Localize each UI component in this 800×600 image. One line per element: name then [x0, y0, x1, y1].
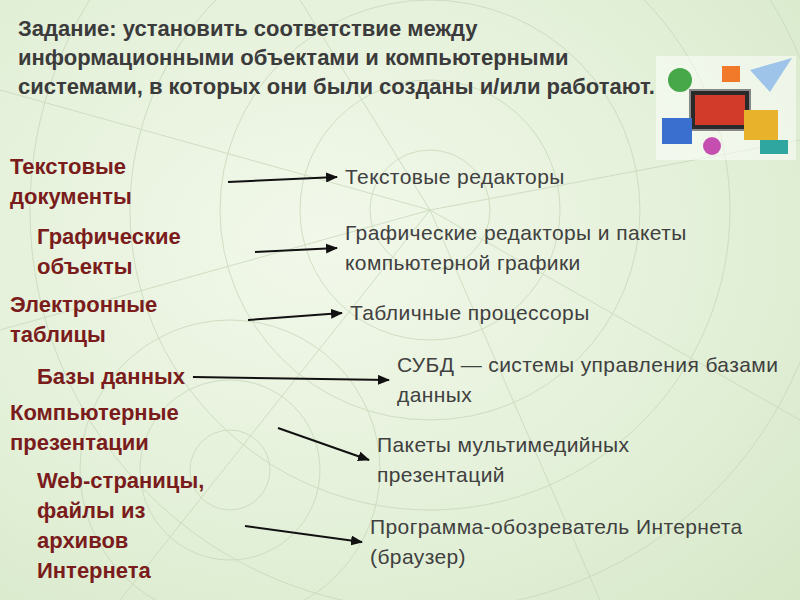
item-text: Текстовые редакторы: [345, 162, 565, 192]
arrow-connector: [193, 377, 389, 380]
object-label: Графические объекты: [33, 220, 251, 284]
item-text: Базы данных: [37, 362, 185, 392]
item-text: Web-страницы, файлы из архивов Интернета: [37, 466, 237, 586]
task-heading: Задание: установить соответствие между и…: [18, 14, 658, 101]
item-text: Графические объекты: [37, 222, 247, 282]
item-text: Графические редакторы и пакеты компьютер…: [345, 218, 795, 278]
item-text: СУБД — системы управления базами данных: [397, 350, 796, 410]
item-text: Программа-обозреватель Интернета (браузе…: [370, 512, 770, 572]
arrow-connector: [228, 177, 337, 182]
item-text: Электронные таблицы: [10, 290, 240, 350]
item-text: Пакеты мультимедийных презентаций: [377, 430, 757, 490]
arrow-connector: [245, 526, 362, 542]
system-label: Табличные процессоры: [346, 296, 594, 330]
arrow-connector: [278, 428, 369, 460]
item-text: Табличные процессоры: [350, 298, 590, 328]
object-label: Web-страницы, файлы из архивов Интернета: [33, 464, 241, 588]
system-label: Программа-обозреватель Интернета (браузе…: [366, 510, 774, 574]
system-label: Пакеты мультимедийных презентаций: [373, 428, 761, 492]
object-label: Электронные таблицы: [6, 288, 244, 352]
system-label: Текстовые редакторы: [341, 160, 569, 194]
object-label: Текстовые документы: [6, 150, 224, 214]
system-label: СУБД — системы управления базами данных: [393, 348, 800, 412]
object-label: Компьютерные презентации: [6, 396, 274, 460]
item-text: Компьютерные презентации: [10, 398, 270, 458]
item-text: Текстовые документы: [10, 152, 220, 212]
arrow-connector: [255, 248, 337, 252]
arrow-connector: [248, 313, 342, 320]
system-label: Графические редакторы и пакеты компьютер…: [341, 216, 799, 280]
object-label: Базы данных: [33, 360, 189, 394]
